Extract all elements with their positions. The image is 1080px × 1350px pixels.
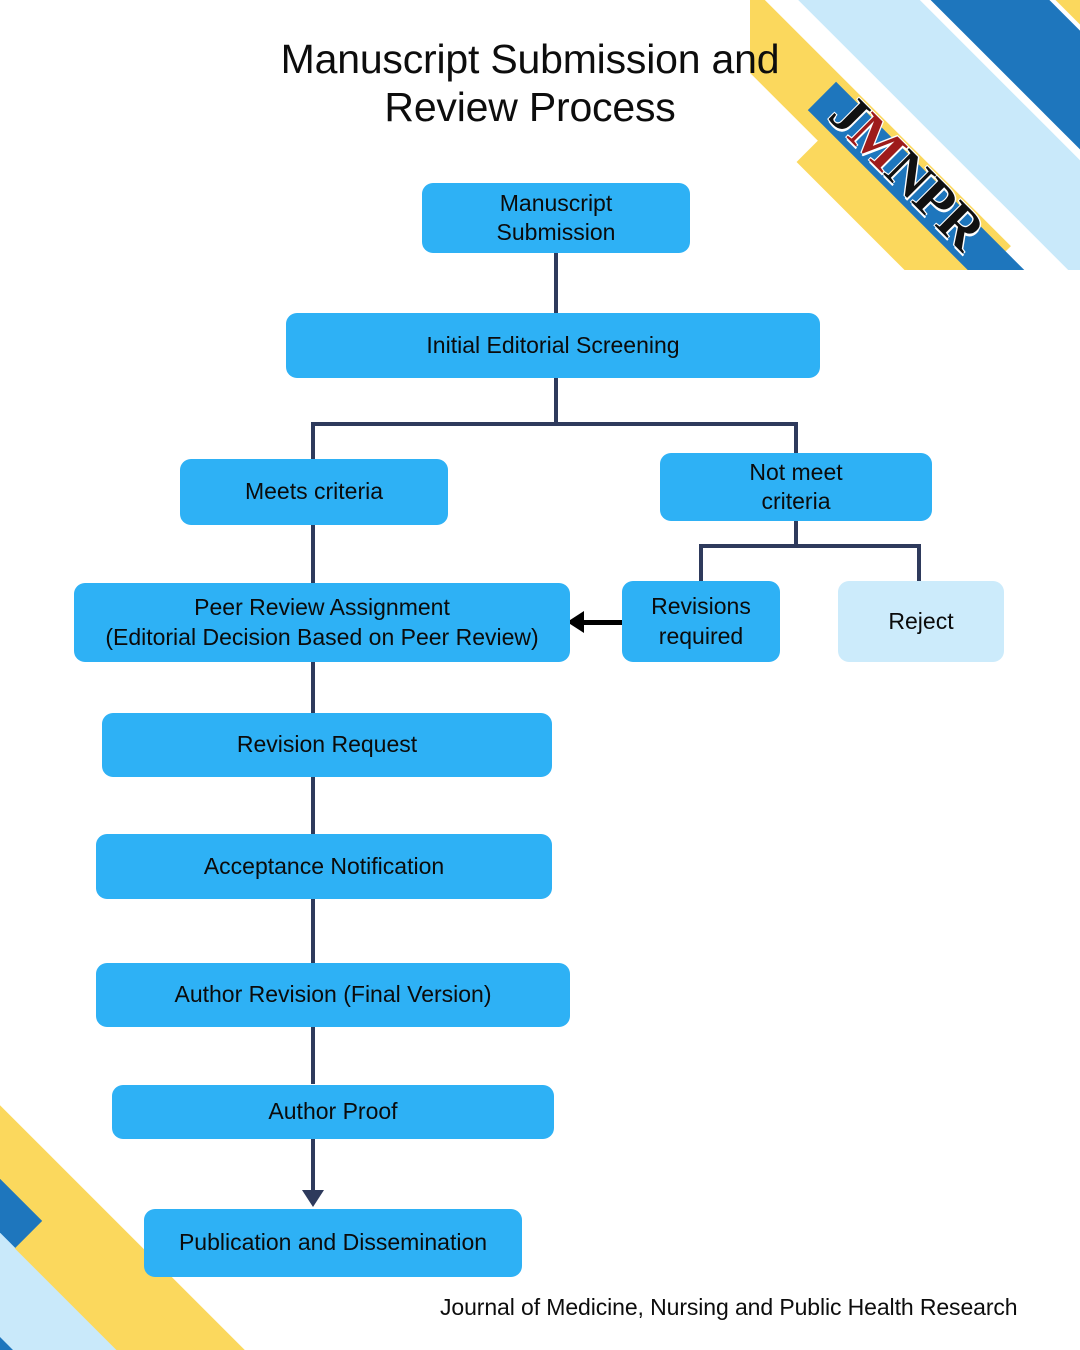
journal-footer-text: Journal of Medicine, Nursing and Public … <box>440 1294 1018 1320</box>
node-not-meet-criteria-line-1: Not meet <box>749 458 843 485</box>
node-peer-review-assignment-line-1: Peer Review Assignment <box>194 594 450 621</box>
node-revisions-required-line-1: Revisions <box>651 593 751 620</box>
connector-to-meets-criteria <box>311 422 315 460</box>
node-peer-review-assignment[interactable]: Peer Review Assignment (Editorial Decisi… <box>74 583 570 662</box>
connector-notmeet-down <box>794 520 798 546</box>
connector-screening-down <box>554 377 558 424</box>
connector-to-revisions-required <box>699 544 703 582</box>
node-revisions-required[interactable]: Revisions required <box>622 581 780 662</box>
node-not-meet-criteria[interactable]: Not meet criteria <box>660 453 932 521</box>
arrow-author-proof-to-publication-head <box>302 1190 324 1207</box>
journal-logo: JMNPR <box>817 82 997 262</box>
node-peer-review-assignment-line-2: (Editorial Decision Based on Peer Review… <box>105 623 539 650</box>
node-manuscript-submission-line-1: Manuscript <box>499 189 613 216</box>
node-revisions-required-line-2: required <box>658 622 744 649</box>
node-author-proof-label: Author Proof <box>268 1098 398 1125</box>
node-not-meet-criteria-line-2: criteria <box>761 488 831 514</box>
node-acceptance-notification[interactable]: Acceptance Notification <box>96 834 552 899</box>
page-title: Manuscript Submission and Review Process <box>160 36 900 131</box>
node-reject-label: Reject <box>888 607 954 634</box>
arrow-revisions-to-peer-review-head <box>567 611 584 633</box>
node-meets-criteria-label: Meets criteria <box>244 478 384 505</box>
node-manuscript-submission[interactable]: Manuscript Submission <box>422 183 690 253</box>
connector-meets-to-peer-review <box>311 524 315 584</box>
stripe-bl-dark-blue-2 <box>0 1127 158 1350</box>
connector-split-bus-1 <box>312 422 796 426</box>
node-publication-and-dissemination-label: Publication and Dissemination <box>178 1229 488 1256</box>
node-publication-and-dissemination[interactable]: Publication and Dissemination <box>144 1209 522 1277</box>
node-manuscript-submission-line-2: Submission <box>496 219 616 245</box>
connector-submission-to-screening <box>554 252 558 316</box>
connector-author-revision-to-author-proof <box>311 1027 315 1084</box>
connector-revision-request-to-acceptance <box>311 777 315 834</box>
stripe-bl-yellow-2 <box>0 1160 72 1350</box>
node-reject[interactable]: Reject <box>838 581 1004 662</box>
connector-to-reject <box>917 544 921 582</box>
node-meets-criteria[interactable]: Meets criteria <box>180 459 448 525</box>
node-author-revision-final-version-label: Author Revision (Final Version) <box>174 981 492 1008</box>
node-revision-request-label: Revision Request <box>236 731 418 758</box>
connector-split-bus-2 <box>699 544 921 548</box>
node-initial-editorial-screening[interactable]: Initial Editorial Screening <box>286 313 820 378</box>
node-initial-editorial-screening-label: Initial Editorial Screening <box>426 331 680 358</box>
node-author-revision-final-version[interactable]: Author Revision (Final Version) <box>96 963 570 1027</box>
connector-acceptance-to-author-revision <box>311 899 315 963</box>
page-title-line-1: Manuscript Submission and <box>280 36 780 82</box>
page-title-line-2: Review Process <box>384 83 676 130</box>
connector-peer-review-to-revision-request <box>311 661 315 713</box>
node-author-proof[interactable]: Author Proof <box>112 1085 554 1139</box>
connector-to-not-meet-criteria <box>794 422 798 454</box>
arrow-revisions-to-peer-review-line <box>584 620 624 625</box>
node-acceptance-notification-label: Acceptance Notification <box>203 852 445 879</box>
node-revision-request[interactable]: Revision Request <box>102 713 552 777</box>
connector-author-proof-to-publication <box>311 1139 315 1195</box>
